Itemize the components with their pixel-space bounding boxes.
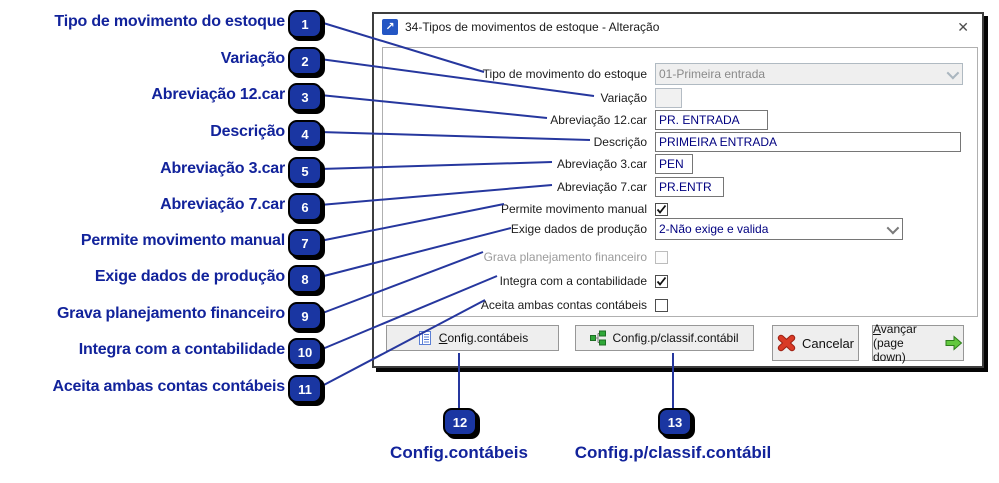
chevron-down-icon xyxy=(886,221,900,234)
field-label-aceita_ambas_contas: Aceita ambas contas contábeis xyxy=(480,298,647,312)
callout-badge-13: 13 xyxy=(658,408,692,436)
close-icon[interactable]: ✕ xyxy=(957,19,969,35)
callout-badge-6: 6 xyxy=(288,193,322,221)
bottom-callout-label-13: Config.p/classif.contábil xyxy=(574,443,772,462)
callout-badge-7: 7 xyxy=(288,229,322,257)
callout-badge-9: 9 xyxy=(288,302,322,330)
field-label-abreviacao_12: Abreviação 12.car xyxy=(550,113,647,127)
config-classif-contabil-button[interactable]: Config.p/classif.contábil xyxy=(575,325,754,351)
button-label-avancar: Avançar(page down) xyxy=(873,322,917,364)
dialog-window: ↗ 34-Tipos de movimentos de estoque - Al… xyxy=(372,12,984,368)
field-label-abreviacao_7: Abreviação 7.car xyxy=(556,180,647,194)
app-trend-arrow-icon: ↗ xyxy=(382,19,398,35)
green-arrow-right-icon xyxy=(944,335,963,351)
callout-badge-10: 10 xyxy=(288,338,322,366)
button-label-cancelar: Cancelar xyxy=(801,335,855,351)
red-x-icon xyxy=(777,334,796,352)
form-row-permite_movimento_manual: Permite movimento manual xyxy=(383,198,668,220)
text-field-abreviacao_7[interactable]: PR.ENTR xyxy=(655,177,724,197)
select-field-tipo_movimento: 01-Primeira entrada xyxy=(655,63,963,85)
callout-label-5: Abreviação 3.car xyxy=(160,160,285,177)
checkbox-field-integra_contabilidade[interactable] xyxy=(655,274,668,288)
field-label-exige_dados_producao: Exige dados de produção xyxy=(510,222,647,236)
callout-badge-1: 1 xyxy=(288,10,322,38)
callout-label-8: Exige dados de produção xyxy=(94,268,285,285)
cancelar-button[interactable]: Cancelar xyxy=(772,325,859,361)
callout-badge-5: 5 xyxy=(288,157,322,185)
field-label-permite_movimento_manual: Permite movimento manual xyxy=(500,202,647,216)
checkmark-icon xyxy=(656,204,667,214)
select-field-exige_dados_producao[interactable]: 2-Não exige e valida xyxy=(655,218,903,240)
callout-badge-8: 8 xyxy=(288,265,322,293)
callout-label-3: Abreviação 12.car xyxy=(151,86,285,103)
form-row-abreviacao_7: Abreviação 7.car PR.ENTR xyxy=(383,176,724,198)
select-value-exige_dados_producao: 2-Não exige e valida xyxy=(659,222,769,236)
button-label-config_classif_contabil: Config.p/classif.contábil xyxy=(612,331,739,345)
field-label-grava_planejamento_financeiro: Grava planejamento financeiro xyxy=(483,250,647,264)
field-label-tipo_movimento: Tipo de movimento do estoque xyxy=(482,67,647,81)
callout-badge-2: 2 xyxy=(288,47,322,75)
callout-label-6: Abreviação 7.car xyxy=(160,196,285,213)
callout-badge-11: 11 xyxy=(288,375,322,403)
callout-label-4: Descrição xyxy=(210,123,285,140)
chevron-down-icon xyxy=(946,66,960,79)
text-field-abreviacao_12[interactable]: PR. ENTRADA xyxy=(655,110,768,130)
field-label-integra_contabilidade: Integra com a contabilidade xyxy=(499,274,647,288)
tree-hierarchy-icon xyxy=(590,330,607,346)
config-contabeis-button[interactable]: Config.contábeis xyxy=(386,325,559,351)
dialog-title: 34-Tipos de movimentos de estoque - Alte… xyxy=(405,20,660,34)
form-row-grava_planejamento_financeiro: Grava planejamento financeiro xyxy=(383,246,668,268)
form-row-exige_dados_producao: Exige dados de produção 2-Não exige e val… xyxy=(383,218,903,240)
form-row-integra_contabilidade: Integra com a contabilidade xyxy=(383,270,668,292)
text-field-variacao xyxy=(655,88,682,108)
form-row-tipo_movimento: Tipo de movimento do estoque 01-Primeira … xyxy=(383,63,963,85)
callout-label-7: Permite movimento manual xyxy=(80,232,285,249)
select-value-tipo_movimento: 01-Primeira entrada xyxy=(659,67,766,81)
avancar-button[interactable]: Avançar(page down) xyxy=(872,322,964,364)
text-field-descricao[interactable]: PRIMEIRA ENTRADA xyxy=(655,132,961,152)
callout-label-11: Aceita ambas contas contábeis xyxy=(52,378,285,395)
form-row-abreviacao_3: Abreviação 3.car PEN xyxy=(383,153,693,175)
checkmark-icon xyxy=(656,276,667,286)
field-label-descricao: Descrição xyxy=(593,135,647,149)
callout-label-9: Grava planejamento financeiro xyxy=(56,305,285,322)
text-field-abreviacao_3[interactable]: PEN xyxy=(655,154,693,174)
field-label-abreviacao_3: Abreviação 3.car xyxy=(556,157,647,171)
callout-badge-12: 12 xyxy=(443,408,477,436)
form-row-descricao: Descrição PRIMEIRA ENTRADA xyxy=(383,131,961,153)
callout-label-2: Variação xyxy=(220,50,285,67)
form-row-aceita_ambas_contas: Aceita ambas contas contábeis xyxy=(383,294,668,316)
form-row-abreviacao_12: Abreviação 12.car PR. ENTRADA xyxy=(383,109,768,131)
dialog-titlebar: ↗ 34-Tipos de movimentos de estoque - Al… xyxy=(374,14,982,40)
checkbox-field-permite_movimento_manual[interactable] xyxy=(655,202,668,216)
callout-badge-4: 4 xyxy=(288,120,322,148)
form-row-variacao: Variação xyxy=(383,87,682,109)
checkbox-field-grava_planejamento_financeiro xyxy=(655,250,668,264)
form-document-icon xyxy=(417,330,433,346)
callout-label-10: Integra com a contabilidade xyxy=(78,341,285,358)
button-label-config_contabeis: Config.contábeis xyxy=(438,331,529,345)
checkbox-field-aceita_ambas_contas[interactable] xyxy=(655,298,668,312)
callout-label-1: Tipo de movimento do estoque xyxy=(54,13,285,30)
fields-groupbox: Tipo de movimento do estoque 01-Primeira … xyxy=(382,47,978,317)
bottom-callout-label-12: Config.contábeis xyxy=(390,443,528,462)
callout-badge-3: 3 xyxy=(288,83,322,111)
field-label-variacao: Variação xyxy=(600,91,647,105)
